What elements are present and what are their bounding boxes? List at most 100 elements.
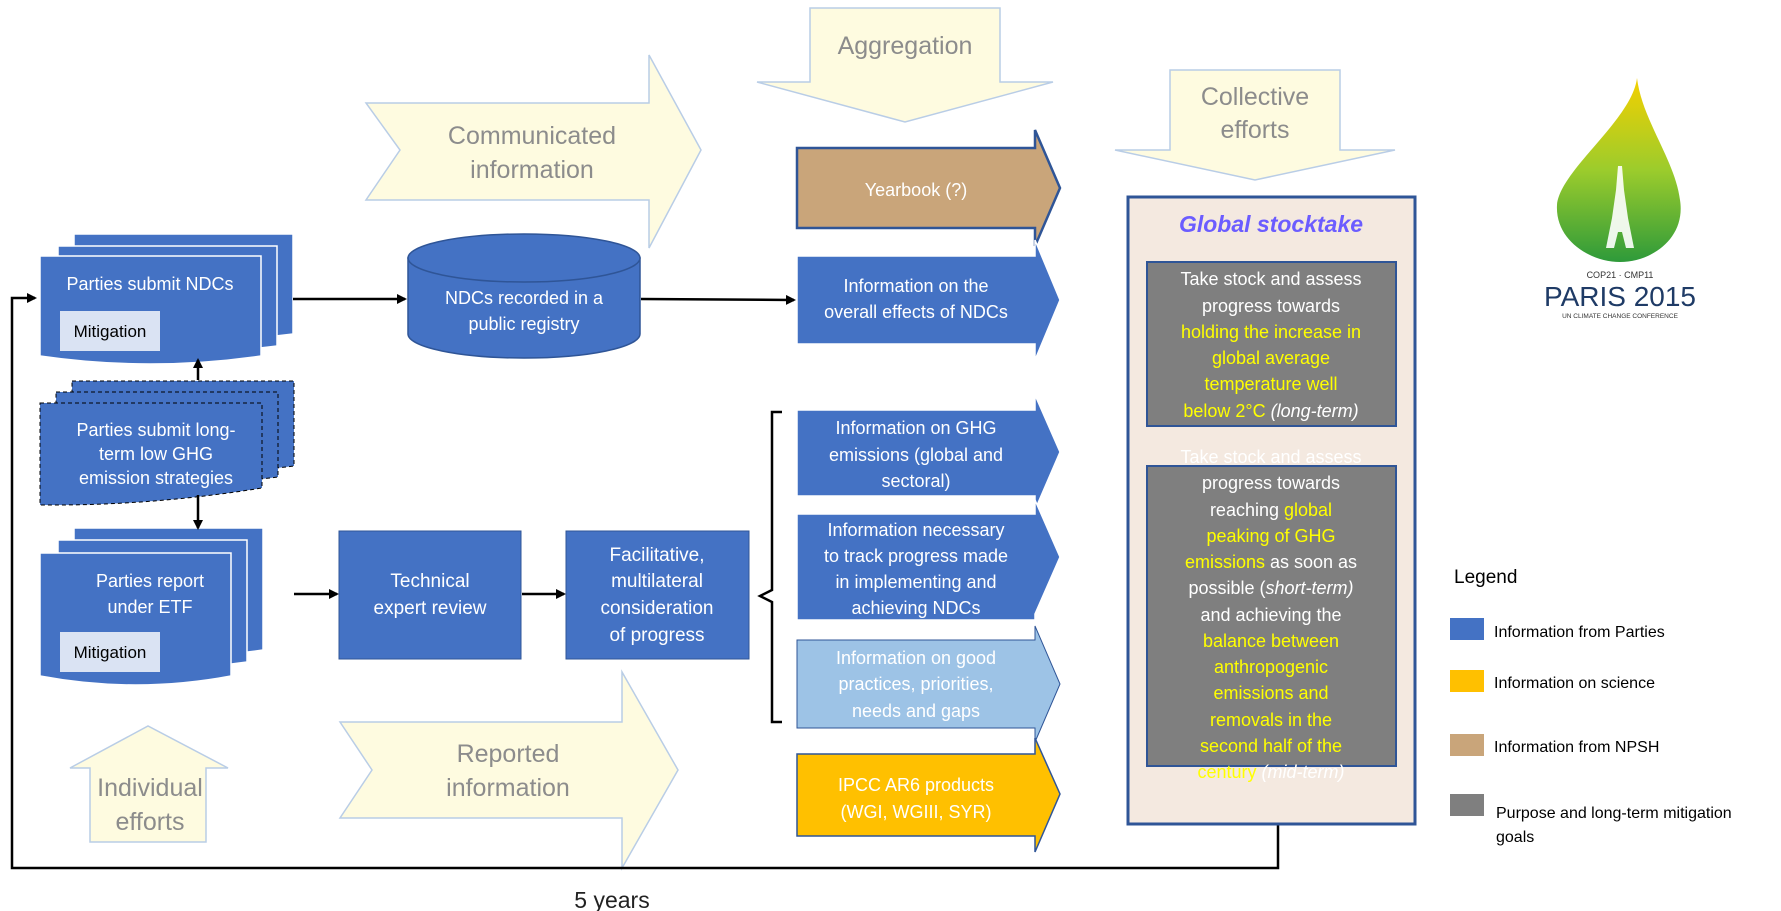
goal2-line5-b: short-term) xyxy=(1266,578,1354,598)
collective-label-2: efforts xyxy=(1220,116,1289,144)
goal1-line1: Take stock and assess xyxy=(1180,269,1361,289)
good-label-1: Information on good xyxy=(836,648,996,668)
output-ghg-emissions: Information on GHG emissions (global and… xyxy=(796,394,1061,511)
reported-label-1: Reported xyxy=(457,740,560,768)
ghg-label-3: sectoral) xyxy=(881,471,950,491)
ndcs-mitigation-label: Mitigation xyxy=(74,322,147,341)
ndcs-mitigation-tag xyxy=(60,311,160,351)
output-good-practices: Information on good practices, prioritie… xyxy=(796,625,1061,743)
goal2-line2-b: global xyxy=(1284,500,1332,520)
individual-label-2: efforts xyxy=(115,808,184,836)
goal2-line5-a: possible ( xyxy=(1188,578,1265,598)
legend: Legend Information from Parties Informat… xyxy=(1450,567,1732,846)
goal2-line8: anthropogenic xyxy=(1214,657,1328,677)
legend-label-parties: Information from Parties xyxy=(1494,624,1665,641)
etf-label-1: Parties report xyxy=(96,571,204,591)
goal2-line11: second half of the xyxy=(1200,736,1342,756)
cycle-label: 5 years xyxy=(574,887,649,911)
global-stocktake-panel: Global stocktake Take stock and assess p… xyxy=(1126,195,1417,826)
goal1-line6-term: (long-term) xyxy=(1271,401,1359,421)
feedback-loop: 5 years xyxy=(10,293,1280,911)
communicated-label-1: Communicated xyxy=(448,122,616,150)
output-ipcc-ar6: IPCC AR6 products (WGI, WGIII, SYR) xyxy=(796,737,1061,853)
good-label-2: practices, priorities, xyxy=(838,674,993,694)
fmcp-label-3: consideration xyxy=(600,598,713,619)
overall-label-1: Information on the xyxy=(843,276,988,296)
outputs-bracket xyxy=(757,410,782,724)
parties-report-etf: Parties report under ETF Mitigation xyxy=(39,527,264,686)
goal2-line4-b: as soon as xyxy=(1265,552,1357,572)
goal1-line6: below 2°C (long-term) xyxy=(1183,401,1358,421)
reported-arrow: Reported information xyxy=(338,669,679,871)
goal2-line7: balance between xyxy=(1203,631,1339,651)
lt-label-2: term low GHG xyxy=(99,444,213,464)
aggregation-arrow: Aggregation xyxy=(756,7,1054,123)
goal2-line0: Take stock and assess xyxy=(1180,447,1361,467)
individual-arrow: Individual efforts xyxy=(69,725,229,843)
goal2-line3: peaking of GHG xyxy=(1206,526,1335,546)
technical-expert-review: Technical expert review xyxy=(338,530,522,660)
public-registry: NDCs recorded in a public registry xyxy=(407,233,641,359)
track-label-4: achieving NDCs xyxy=(851,598,980,618)
eiffel-tower-icon xyxy=(1606,166,1634,248)
registry-label-1: NDCs recorded in a xyxy=(445,288,604,308)
ter-label-2: expert review xyxy=(374,598,487,619)
collective-label-1: Collective xyxy=(1201,83,1309,111)
goal-short-mid-term-box xyxy=(1146,465,1397,767)
goal2-line6: and achieving the xyxy=(1200,605,1341,625)
aggregation-label: Aggregation xyxy=(838,32,973,60)
legend-swatch-npsh xyxy=(1450,734,1484,756)
individual-label-1: Individual xyxy=(97,774,203,802)
legend-swatch-goals xyxy=(1450,794,1484,816)
collective-arrow: Collective efforts xyxy=(1114,69,1396,181)
ghg-label-1: Information on GHG xyxy=(835,418,996,438)
parties-submit-ndcs: Parties submit NDCs Mitigation xyxy=(39,233,294,365)
legend-label-goals-2: goals xyxy=(1496,829,1534,846)
goal2-line4-a: emissions xyxy=(1185,552,1265,572)
track-label-3: in implementing and xyxy=(835,572,996,592)
output-track-progress: Information necessary to track progress … xyxy=(796,499,1061,621)
etf-label-2: under ETF xyxy=(107,597,192,617)
etf-mitigation-tag xyxy=(60,632,160,672)
legend-label-science: Information on science xyxy=(1494,675,1655,692)
communicated-arrow: Communicated information xyxy=(364,54,702,249)
goal2-line12-b: (mid-term) xyxy=(1257,762,1345,782)
legend-swatch-science xyxy=(1450,670,1484,692)
lt-label-3: emission strategies xyxy=(79,468,233,488)
reported-label-2: information xyxy=(446,774,570,802)
ipcc-label-1: IPCC AR6 products xyxy=(838,775,994,795)
goal2-line2-a: reaching xyxy=(1210,500,1284,520)
goal2-line4: emissions as soon as xyxy=(1185,552,1357,572)
legend-label-goals-1: Purpose and long-term mitigation xyxy=(1496,805,1732,822)
goal2-line5: possible (short-term) xyxy=(1188,578,1353,598)
etf-mitigation-label: Mitigation xyxy=(74,643,147,662)
yearbook-label: Yearbook (?) xyxy=(865,180,967,200)
fmcp-label-2: multilateral xyxy=(611,571,703,592)
goal2-line2: reaching global xyxy=(1210,500,1332,520)
registry-label-2: public registry xyxy=(468,314,579,334)
legend-title: Legend xyxy=(1454,567,1517,588)
legend-swatch-parties xyxy=(1450,618,1484,640)
ipcc-label-2: (WGI, WGIII, SYR) xyxy=(841,802,992,822)
fmcp-label-1: Facilitative, xyxy=(609,545,704,566)
fmcp-label-4: of progress xyxy=(609,625,704,646)
logo-line1: COP21 · CMP11 xyxy=(1587,270,1654,280)
output-yearbook: Yearbook (?) xyxy=(795,129,1062,247)
good-label-3: needs and gaps xyxy=(852,701,980,721)
overall-label-2: overall effects of NDCs xyxy=(824,302,1008,322)
goal1-line6-value: below 2°C xyxy=(1183,401,1270,421)
communicated-label-2: information xyxy=(470,156,594,184)
goal1-line3: holding the increase in xyxy=(1181,322,1361,342)
logo-line3: UN CLIMATE CHANGE CONFERENCE xyxy=(1562,313,1678,320)
stocktake-title: Global stocktake xyxy=(1179,211,1363,237)
goal2-line9: emissions and xyxy=(1213,683,1328,703)
ndcs-label: Parties submit NDCs xyxy=(66,274,233,294)
goal1-line4: global average xyxy=(1212,348,1330,368)
output-overall-effects: Information on the overall effects of ND… xyxy=(796,239,1061,361)
logo-line2: PARIS 2015 xyxy=(1544,281,1696,312)
ter-label-1: Technical xyxy=(390,571,469,592)
lt-label-1: Parties submit long- xyxy=(76,420,235,440)
ghg-label-2: emissions (global and xyxy=(829,445,1003,465)
goal-long-term-box xyxy=(1146,261,1397,427)
